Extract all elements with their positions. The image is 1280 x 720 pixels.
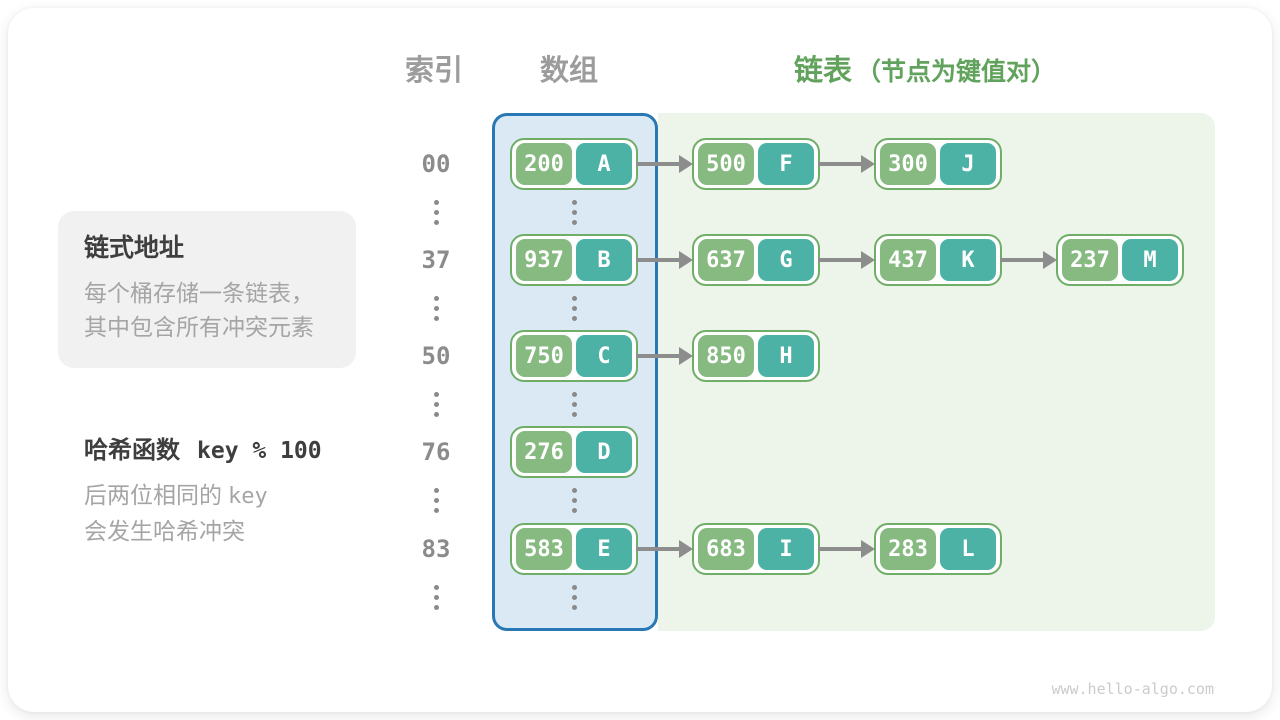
watermark: www.hello-algo.com (1051, 680, 1214, 698)
ellipsis-dots (571, 488, 577, 513)
kv-pair-node: 300 J (874, 138, 1002, 190)
value-cell: A (576, 143, 632, 185)
value-cell: B (576, 239, 632, 281)
kv-pair-node: 200 A (510, 138, 638, 190)
ellipsis-dots (433, 488, 439, 513)
index-label: 37 (421, 246, 451, 274)
key-cell: 276 (516, 431, 572, 473)
kv-pair-node: 750 C (510, 330, 638, 382)
kv-pair-node: 683 I (692, 523, 820, 575)
value-cell: C (576, 335, 632, 377)
next-pointer-arrow (636, 138, 693, 190)
value-cell: H (758, 335, 814, 377)
kv-pair-node: 437 K (874, 234, 1002, 286)
key-cell: 237 (1062, 239, 1118, 281)
index-label: 76 (421, 438, 451, 466)
hash-function-title: 哈希函数 key % 100 (84, 436, 322, 466)
ellipsis-dots (433, 296, 439, 321)
hash-function-title-label: 哈希函数 (84, 437, 180, 464)
diagram-card: 索引 数组 链表（节点为键值对） 00 37 50 76 83 200 A 50… (8, 8, 1272, 712)
bucket-row: 276 D (510, 426, 638, 478)
info-box-line2: 其中包含所有冲突元素 (84, 314, 314, 340)
key-cell: 300 (880, 143, 936, 185)
next-pointer-arrow (818, 234, 875, 286)
ellipsis-dots (571, 585, 577, 610)
value-cell: G (758, 239, 814, 281)
key-cell: 200 (516, 143, 572, 185)
info-box-title: 链式地址 (84, 234, 185, 262)
bucket-row: 583 E 683 I 283 L (510, 523, 1002, 575)
key-cell: 637 (698, 239, 754, 281)
index-label: 83 (421, 535, 451, 563)
kv-pair-node: 583 E (510, 523, 638, 575)
kv-pair-node: 937 B (510, 234, 638, 286)
next-pointer-arrow (818, 523, 875, 575)
value-cell: L (940, 528, 996, 570)
bucket-row: 200 A 500 F 300 J (510, 138, 1002, 190)
kv-pair-node: 283 L (874, 523, 1002, 575)
ellipsis-dots (571, 200, 577, 225)
ellipsis-dots (571, 392, 577, 417)
key-cell: 283 (880, 528, 936, 570)
value-cell: J (940, 143, 996, 185)
next-pointer-arrow (818, 138, 875, 190)
array-column-header: 数组 (540, 55, 599, 87)
key-cell: 750 (516, 335, 572, 377)
hash-note-line2: 会发生哈希冲突 (84, 518, 245, 544)
index-label: 50 (421, 342, 451, 370)
linked-list-header: 链表（节点为键值对） (794, 54, 1056, 89)
kv-pair-node: 276 D (510, 426, 638, 478)
key-cell: 500 (698, 143, 754, 185)
kv-pair-node: 850 H (692, 330, 820, 382)
value-cell: K (940, 239, 996, 281)
ellipsis-dots (433, 392, 439, 417)
hash-function-formula: key % 100 (197, 438, 322, 464)
value-cell: M (1122, 239, 1178, 281)
next-pointer-arrow (636, 234, 693, 286)
key-cell: 850 (698, 335, 754, 377)
info-box-body: 每个桶存储一条链表， 其中包含所有冲突元素 (84, 276, 330, 344)
next-pointer-arrow (636, 330, 693, 382)
bucket-row: 750 C 850 H (510, 330, 820, 382)
chaining-info-box: 链式地址 每个桶存储一条链表， 其中包含所有冲突元素 (58, 211, 356, 368)
kv-pair-node: 237 M (1056, 234, 1184, 286)
key-cell: 937 (516, 239, 572, 281)
linked-list-header-note: （节点为键值对） (856, 58, 1057, 86)
ellipsis-dots (433, 200, 439, 225)
info-box-line1: 每个桶存储一条链表， (84, 280, 314, 306)
key-cell: 583 (516, 528, 572, 570)
value-cell: D (576, 431, 632, 473)
linked-list-header-label: 链表 (794, 55, 853, 87)
kv-pair-node: 500 F (692, 138, 820, 190)
next-pointer-arrow (636, 523, 693, 575)
ellipsis-dots (571, 296, 577, 321)
next-pointer-arrow (1000, 234, 1057, 286)
bucket-row: 937 B 637 G 437 K 237 M (510, 234, 1184, 286)
index-label: 00 (421, 150, 451, 178)
index-column-header: 索引 (405, 55, 464, 87)
kv-pair-node: 637 G (692, 234, 820, 286)
key-cell: 437 (880, 239, 936, 281)
value-cell: F (758, 143, 814, 185)
ellipsis-dots (433, 585, 439, 610)
value-cell: I (758, 528, 814, 570)
key-cell: 683 (698, 528, 754, 570)
value-cell: E (576, 528, 632, 570)
